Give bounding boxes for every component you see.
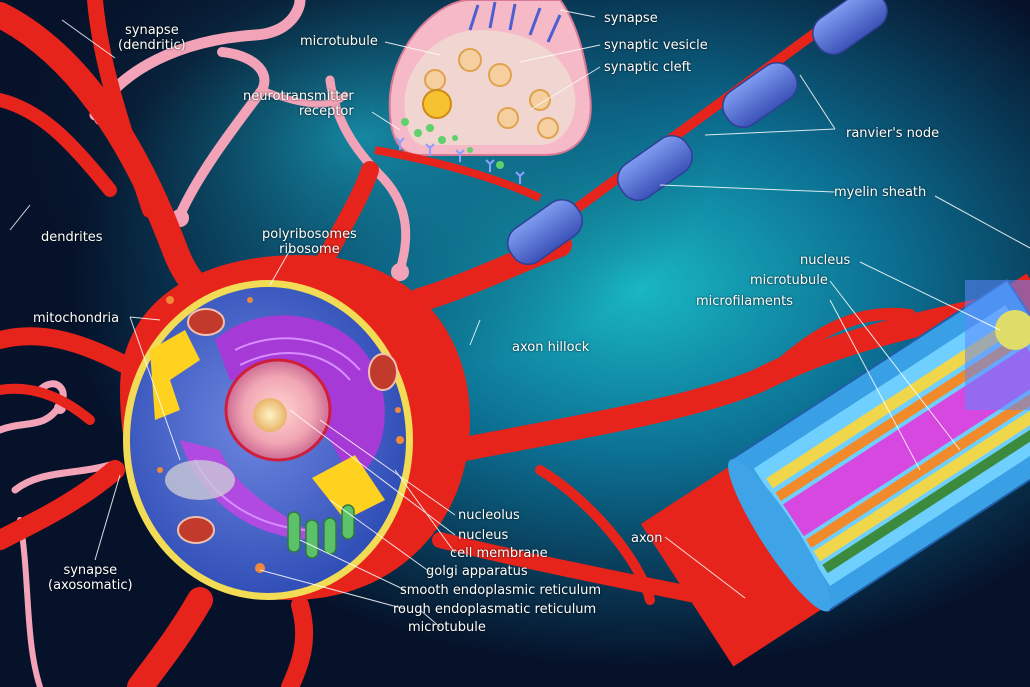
- golgi-lower: [312, 455, 385, 520]
- golgi: [150, 330, 200, 420]
- label-golgi-apparatus: golgi apparatus: [426, 564, 528, 579]
- label-synaptic-cleft: synaptic cleft: [604, 60, 692, 75]
- neurotransmitters: [401, 118, 504, 169]
- postsynaptic-membrane: [374, 146, 542, 202]
- ribosome-dots: [157, 296, 404, 573]
- label-dendrites: dendrites: [41, 230, 103, 245]
- label-ranviers-node: ranvier's node: [846, 126, 940, 141]
- label-microtubule-top: microtubule: [300, 34, 378, 49]
- label-microfilaments: microfilaments: [696, 294, 793, 309]
- label-mitochondria: mitochondria: [33, 311, 120, 326]
- nucleolus-body: [253, 398, 287, 432]
- label-rough-er: rough endoplasmatic reticulum: [393, 602, 597, 617]
- label-nucleolus: nucleolus: [458, 508, 520, 523]
- label-microtubule-right: microtubule: [750, 273, 828, 288]
- nucleus-envelope: [224, 358, 332, 462]
- label-myelin-sheath: myelin sheath: [834, 185, 927, 200]
- fusing-vesicle: [422, 89, 452, 119]
- label-nucleus-right: nucleus: [800, 253, 851, 268]
- mitochondria-shapes: [177, 308, 398, 544]
- synaptic-vesicles: [424, 48, 559, 139]
- label-synapse-dendritic: synapse (dendritic): [118, 23, 186, 53]
- axon-nucleus: [995, 310, 1030, 350]
- label-smooth-er: smooth endoplasmic reticulum: [400, 583, 602, 598]
- synapse-cross-section: [404, 30, 576, 145]
- label-axon: axon: [631, 531, 663, 546]
- label-neurotransmitter-receptor: neurotransmitter receptor: [243, 89, 354, 119]
- myelin-segments: [507, 0, 888, 266]
- label-synapse-axosomatic: synapse (axosomatic): [48, 563, 133, 593]
- cytoplasm-cloud: [165, 460, 235, 500]
- label-axon-hillock: axon hillock: [512, 340, 590, 355]
- label-cell-membrane: cell membrane: [450, 546, 548, 561]
- receptors: [395, 137, 525, 184]
- label-synaptic-vesicle: synaptic vesicle: [604, 38, 708, 53]
- label-microtubule-bottom: microtubule: [408, 620, 486, 635]
- label-synapse: synapse: [604, 11, 658, 26]
- label-polyribosomes-ribosome: polyribosomes ribosome: [262, 227, 357, 257]
- label-nucleus-cell: nucleus: [458, 528, 509, 543]
- leader-lines: [9, 9, 1030, 628]
- microtubules-top: [468, 1, 562, 43]
